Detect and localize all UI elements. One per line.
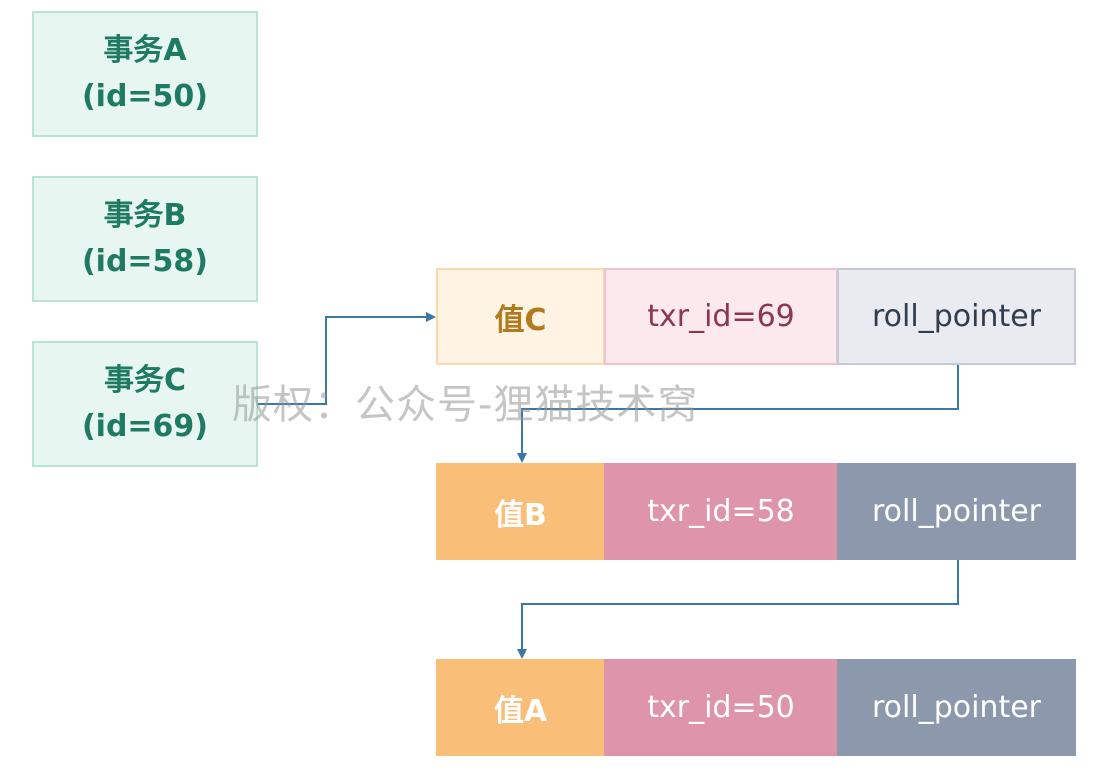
transaction-name: 事务C	[103, 363, 187, 398]
transaction-id: (id=50)	[81, 79, 209, 114]
txr-id-cell: txr_id=58	[604, 463, 838, 560]
version-value-cell: 值A	[436, 659, 605, 756]
transaction-box-b: 事务B (id=58)	[32, 176, 258, 302]
transaction-id: (id=58)	[81, 244, 209, 279]
txr-id-cell: txr_id=69	[604, 268, 838, 365]
transaction-name: 事务B	[103, 198, 187, 233]
transaction-id: (id=69)	[81, 409, 209, 444]
version-value-cell: 值C	[436, 268, 605, 365]
version-value-cell: 值B	[436, 463, 605, 560]
roll-pointer-cell: roll_pointer	[837, 463, 1076, 560]
roll-pointer-cell: roll_pointer	[837, 268, 1076, 365]
transaction-name: 事务A	[103, 33, 187, 68]
txr-id-cell: txr_id=50	[604, 659, 838, 756]
watermark-text: 版权：公众号-狸猫技术窝	[232, 382, 699, 428]
roll-pointer-cell: roll_pointer	[837, 659, 1076, 756]
transaction-box-c: 事务C (id=69)	[32, 341, 258, 467]
transaction-box-a: 事务A (id=50)	[32, 11, 258, 137]
arrow-roll-b-to-value-a	[517, 560, 959, 659]
arrow-roll-c-to-value-b	[517, 365, 959, 463]
arrow-txc-to-value-c	[258, 312, 436, 405]
